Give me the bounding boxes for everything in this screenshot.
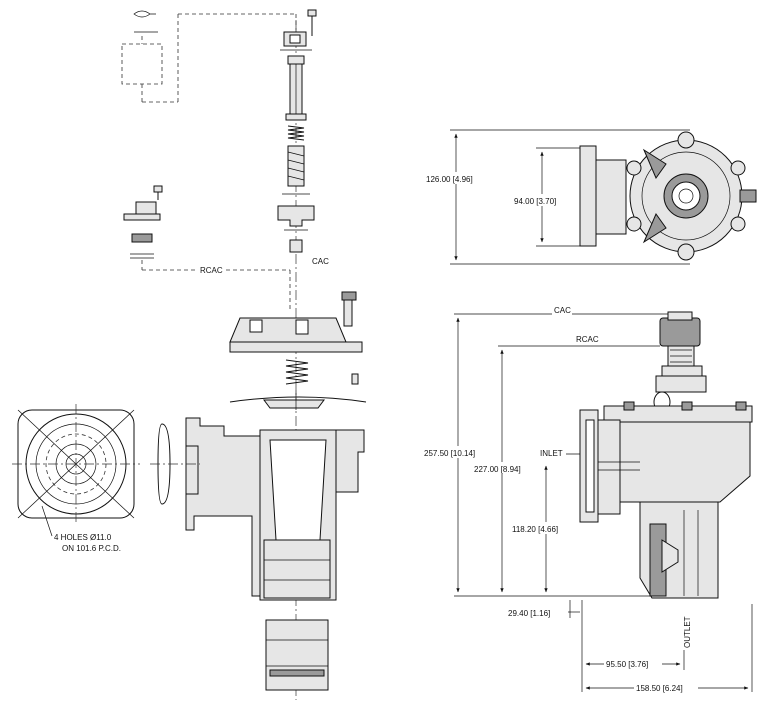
inlet-oring (157, 423, 171, 505)
rcac-label: RCAC (200, 266, 223, 275)
side-view-body (579, 311, 753, 599)
top-view-body (626, 131, 757, 261)
top-nut (280, 31, 312, 51)
main-spring (285, 359, 359, 385)
side-inlet-label: INLET (540, 449, 563, 458)
cac-label: CAC (312, 257, 329, 266)
side-dim-rcac: 227.00 [8.94] (474, 465, 521, 474)
valve-body (185, 417, 365, 601)
clip-pin (133, 10, 158, 33)
top-screw (307, 9, 317, 36)
rcac-leader: RCAC (141, 260, 291, 310)
top-view: 126.00 [4.96] 94.00 [3.70] (424, 129, 757, 265)
side-cac-label: CAC (554, 306, 571, 315)
flange-note-line2: ON 101.6 P.C.D. (62, 544, 121, 553)
side-dim-inlet-height: 118.20 [4.66] (512, 525, 558, 534)
armature-spring (287, 125, 305, 141)
exploded-view: RCAC CAC (121, 9, 367, 700)
side-dim-width-overall: 158.50 [6.24] (636, 684, 683, 693)
diaphragm (229, 390, 367, 410)
side-dim-width-outlet: 95.50 [3.76] (606, 660, 648, 669)
outlet-fitting (265, 619, 329, 691)
flange-note-line1: 4 HOLES Ø11.0 (54, 533, 112, 542)
valve-cover (229, 291, 363, 353)
rcac-pilot-assembly (123, 185, 163, 259)
remote-coil-outline (121, 13, 297, 103)
pilot-disc (289, 239, 303, 253)
side-dim-outlet-offset: 29.40 [1.16] (508, 609, 550, 618)
side-rcac-label: RCAC (576, 335, 599, 344)
yoke-cap (277, 205, 315, 231)
side-dim-cac: 257.50 [10.14] (424, 449, 475, 458)
top-dim-overall: 126.00 [4.96] (426, 175, 473, 184)
flange-view: 4 HOLES Ø11.0 ON 101.6 P.C.D. (12, 404, 140, 553)
plunger (282, 145, 310, 195)
armature-tube (285, 55, 307, 121)
side-view: CAC RCAC 257.50 [10.14] 227.00 [8.94] 11… (422, 305, 753, 693)
side-outlet-label: OUTLET (683, 616, 692, 648)
top-dim-inner: 94.00 [3.70] (514, 197, 556, 206)
